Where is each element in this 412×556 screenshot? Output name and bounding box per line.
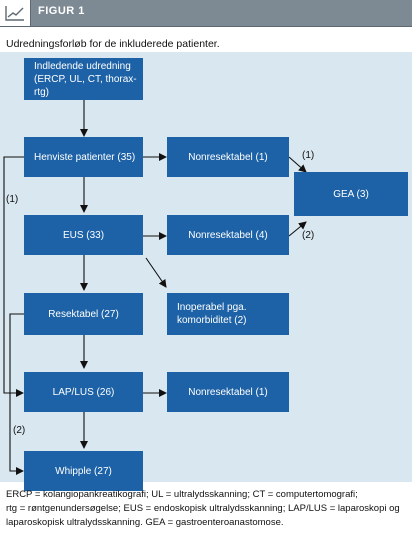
arrow-nonres2-to-gea [288, 221, 307, 237]
footnote-line2: rtg = røntgenundersøgelse; EUS = endosko… [6, 502, 400, 514]
initial-line2: (ERCP, UL, CT, thorax-rtg) [34, 73, 137, 98]
label-gea-top: (1) [302, 150, 315, 161]
figure-header: FIGUR 1 [0, 0, 412, 27]
bypass-referred-to-lapus [3, 156, 24, 397]
box-referred-patients: Henviste patienter (35) [24, 137, 143, 177]
line-chart-icon [0, 0, 31, 26]
box-nonresectable-3: Nonresektabel (1) [167, 372, 289, 412]
box-nonresectable-2: Nonresektabel (4) [167, 215, 289, 255]
inoperable-line2: komorbiditet (2) [177, 315, 247, 326]
box-inoperable: Inoperabel pga. komorbiditet (2) [167, 293, 289, 335]
box-resectable: Resektabel (27) [24, 293, 143, 335]
initial-line1: Indledende udredning [34, 60, 131, 72]
label-gea-bottom: (2) [302, 230, 315, 241]
figure-subtitle: Udredningsforløb for de inkluderede pati… [6, 38, 220, 50]
arrow-nonres1-to-gea [288, 156, 307, 173]
box-gea: GEA (3) [294, 172, 408, 216]
box-lap-lus: LAP/LUS (26) [24, 372, 143, 412]
box-eus: EUS (33) [24, 215, 143, 255]
bypass-resectable-to-whipple [9, 313, 24, 475]
footnote-line3: laparoskopisk ultralydsskanning. GEA = g… [6, 516, 284, 528]
footnote-line1: ERCP = kolangiopankreatikografi; UL = ul… [6, 489, 358, 500]
label-bypass-2: (2) [13, 425, 26, 436]
box-initial-assessment: Indledende udredning (ERCP, UL, CT, thor… [24, 58, 143, 100]
box-nonresectable-1: Nonresektabel (1) [167, 137, 289, 177]
box-whipple: Whipple (27) [24, 451, 143, 491]
footnote: ERCP = kolangiopankreatikografi; UL = ul… [6, 488, 406, 529]
figure-title: FIGUR 1 [38, 5, 85, 17]
label-bypass-1: (1) [6, 194, 19, 205]
arrow-eus-to-inoperable [145, 257, 167, 288]
inoperable-line1: Inoperabel pga. [177, 302, 247, 313]
